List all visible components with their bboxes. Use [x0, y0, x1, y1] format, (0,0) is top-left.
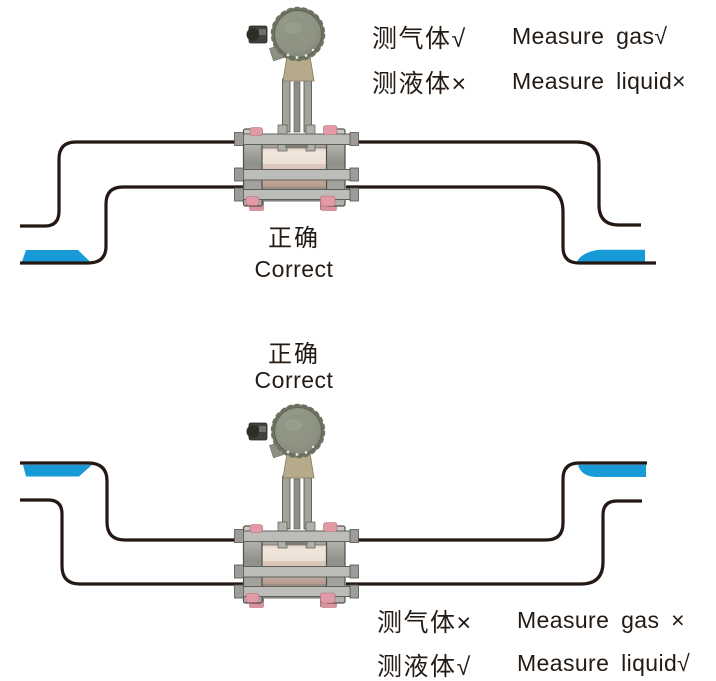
top-note-liquid-en: Measure liquid×: [512, 68, 687, 94]
flowmeter-top: [232, 5, 361, 214]
top-diagram: [20, 5, 656, 265]
top-note-gas-en: Measure gas√: [512, 23, 668, 49]
bottom-note-liquid-en: Measure liquid√: [517, 650, 691, 676]
bottom-note-gas-en: Measure gas ×: [517, 607, 685, 633]
bottom-diagram: [20, 402, 647, 611]
top-note-liquid-cn: 测液体×: [372, 70, 468, 98]
liquid-bottom-right: [578, 464, 646, 477]
bottom-result-label-cn: 正确: [268, 341, 320, 368]
liquid-top-left: [22, 250, 90, 262]
bottom-note-liquid-cn: 测液体√: [377, 653, 472, 681]
flowmeter-bottom: [232, 402, 361, 611]
liquid-bottom-left: [23, 464, 92, 477]
bottom-result-label-en: Correct: [254, 367, 334, 393]
top-result-label-en: Correct: [254, 256, 334, 282]
top-note-gas-cn: 测气体√: [372, 25, 467, 53]
top-result-label-cn: 正确: [268, 225, 320, 252]
bottom-note-gas-cn: 测气体×: [377, 609, 473, 637]
liquid-top-right: [577, 249, 645, 262]
